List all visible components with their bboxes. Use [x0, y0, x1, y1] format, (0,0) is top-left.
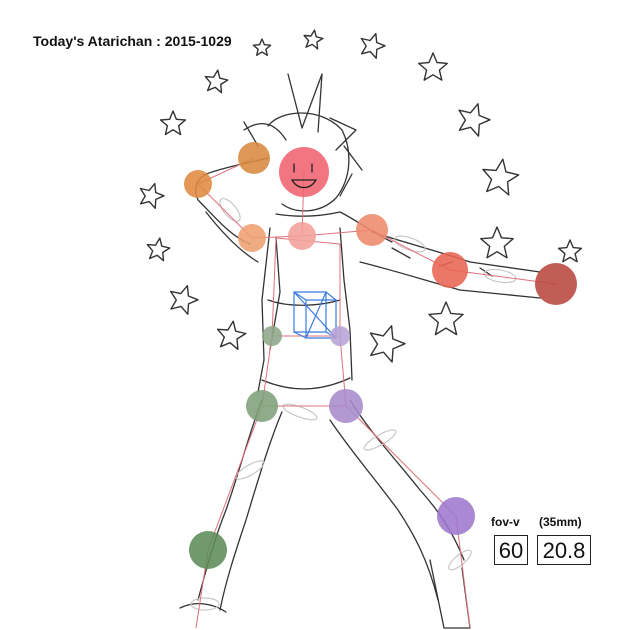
face-sketch — [290, 163, 318, 189]
joint-handles — [184, 142, 577, 569]
joint-head[interactable] — [279, 147, 329, 197]
star-icon — [557, 239, 583, 263]
star-icon — [369, 325, 406, 363]
star-icon — [159, 110, 187, 136]
joint-neck[interactable] — [288, 222, 316, 250]
joint-knee-left[interactable] — [246, 390, 278, 422]
star-icon — [169, 285, 199, 315]
star-icon — [428, 301, 464, 336]
joint-knee-right[interactable] — [329, 389, 363, 423]
joint-elbow-left[interactable] — [184, 170, 212, 198]
lens-label: (35mm) — [539, 515, 582, 529]
joint-shoulder-right[interactable] — [356, 214, 388, 246]
star-icon — [418, 52, 448, 81]
star-ring — [139, 29, 583, 363]
lens-value-box[interactable]: 20.8 — [537, 535, 591, 565]
star-icon — [458, 103, 491, 137]
star-icon — [482, 158, 520, 196]
joint-hand-left[interactable] — [238, 142, 270, 174]
guide-ellipses — [190, 198, 517, 611]
star-icon — [146, 237, 171, 262]
figure-sketch — [179, 73, 541, 629]
joint-hip-left[interactable] — [262, 326, 282, 346]
joint-shoulder-left[interactable] — [238, 224, 266, 252]
star-icon — [303, 29, 324, 50]
fov-value-box[interactable]: 60 — [494, 535, 528, 565]
star-icon — [204, 69, 229, 94]
fov-label: fov-v — [491, 515, 520, 529]
joint-foot-left[interactable] — [189, 531, 227, 569]
star-icon — [216, 320, 247, 350]
joint-hip-right[interactable] — [330, 326, 350, 346]
star-icon — [139, 182, 165, 210]
star-icon — [480, 226, 514, 259]
joint-foot-right[interactable] — [437, 497, 475, 535]
joint-hand-right[interactable] — [535, 263, 577, 305]
star-icon — [252, 38, 272, 56]
cube-gizmo-icon[interactable] — [293, 291, 338, 340]
star-icon — [360, 32, 386, 59]
joint-elbow-right[interactable] — [432, 252, 468, 288]
page-title: Today's Atarichan : 2015-1029 — [33, 33, 232, 49]
